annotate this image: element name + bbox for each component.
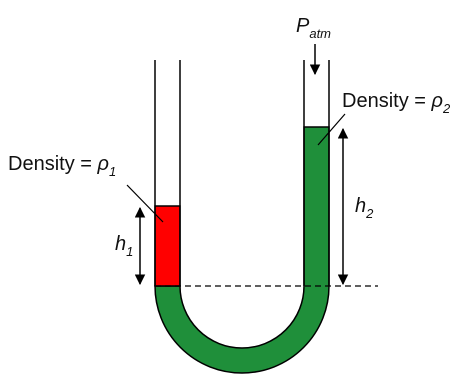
- height-right-label: h2: [355, 195, 374, 221]
- density-left-leader-line: [126, 184, 164, 223]
- green-fluid: [154, 126, 330, 374]
- density-right-label: Density = ρ2: [342, 90, 451, 116]
- density-left-label: Density = ρ1: [8, 153, 116, 179]
- atm-pressure-label: Patm: [296, 15, 331, 41]
- height-left-label: h1: [115, 233, 133, 259]
- density-right-leader-line: [317, 113, 346, 146]
